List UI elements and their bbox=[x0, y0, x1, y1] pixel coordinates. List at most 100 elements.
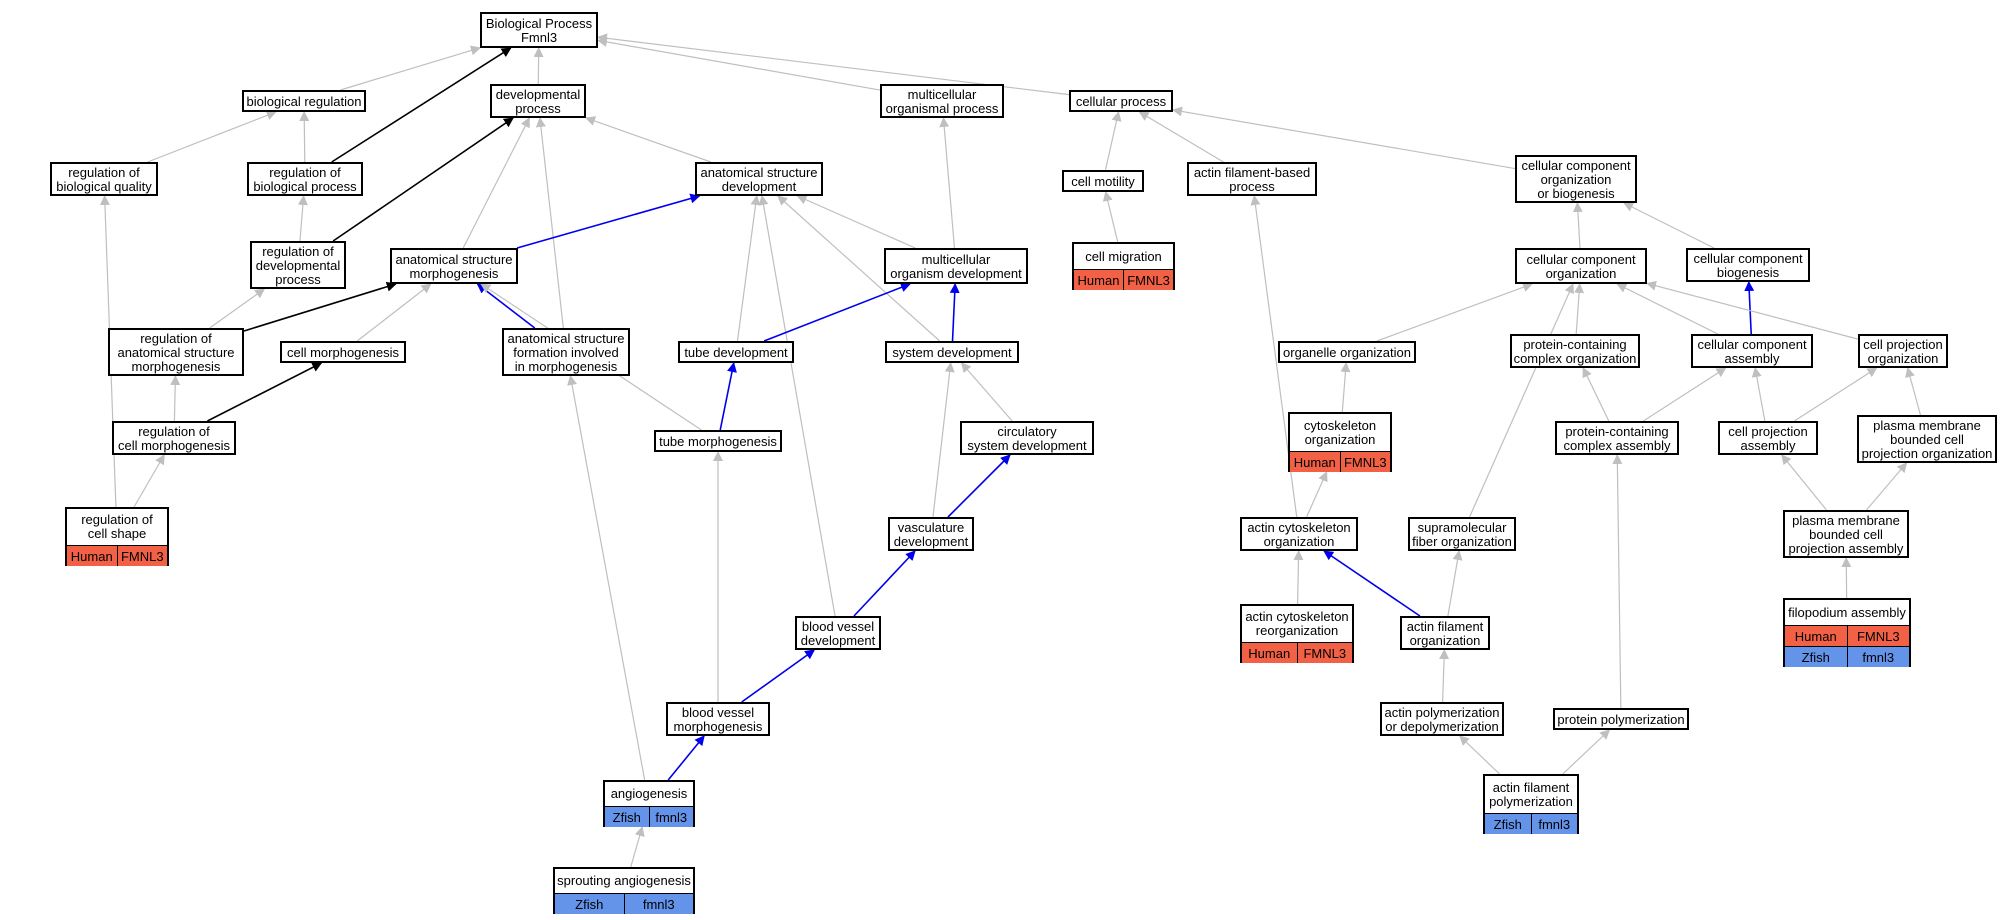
term-label-line: cell migration bbox=[1085, 248, 1162, 264]
term-label-line: regulation of bbox=[68, 165, 140, 180]
edge-part-of-cca-to-ccb bbox=[1744, 281, 1755, 335]
edge-is-a-asm-to-devproc bbox=[462, 117, 530, 249]
term-node-cellproc[interactable]: cellular process bbox=[1069, 90, 1173, 112]
term-label-line: assembly bbox=[1724, 351, 1780, 366]
term-label-line: plasma membrane bbox=[1873, 418, 1981, 433]
term-node-tubedev[interactable]: tube development bbox=[678, 341, 794, 363]
term-label-line: angiogenesis bbox=[610, 786, 688, 801]
term-node-sysdev[interactable]: system development bbox=[885, 341, 1019, 363]
term-label-line: multicellular bbox=[907, 87, 977, 102]
term-label-line: or depolymerization bbox=[1385, 719, 1499, 734]
edge-part-of-sysdev-to-mcod bbox=[949, 283, 960, 342]
term-node-cellmot[interactable]: cell motility bbox=[1062, 170, 1144, 192]
edge-is-a-sysdev-to-asd bbox=[777, 195, 941, 342]
term-label-line: complex organization bbox=[1513, 351, 1637, 366]
edge-is-a-cca-to-cco bbox=[1616, 283, 1719, 335]
term-node-protpol[interactable]: protein polymerization bbox=[1553, 708, 1689, 730]
gene-cell: FMNL3 bbox=[1123, 270, 1173, 290]
term-label: filopodium assembly bbox=[1785, 600, 1909, 625]
term-node-tubemorph[interactable]: tube morphogenesis bbox=[654, 430, 782, 452]
term-label-line: regulation of bbox=[140, 331, 212, 346]
edge-is-a-mcod-to-mcproc bbox=[939, 117, 956, 249]
edge-part-of-tubedev-to-mcod bbox=[763, 282, 911, 342]
term-node-orgorg[interactable]: organelle organization bbox=[1278, 341, 1416, 363]
gene-cell: fmnl3 bbox=[1530, 814, 1578, 834]
term-label-line: morphogenesis bbox=[409, 266, 499, 281]
edge-is-a-angio-to-asfim bbox=[567, 375, 646, 781]
term-label-line: organization bbox=[1409, 633, 1481, 648]
gene-cell: FMNL3 bbox=[1296, 643, 1353, 663]
term-label-line: process bbox=[515, 101, 561, 116]
term-label-line: or biogenesis bbox=[1537, 186, 1615, 201]
term-node-bioreg[interactable]: biological regulation bbox=[242, 90, 366, 112]
term-label-line: actin filament bbox=[1492, 779, 1570, 795]
term-node-cellmorph[interactable]: cell morphogenesis bbox=[280, 341, 406, 363]
edge-part-of-vascdev-to-circsys bbox=[947, 454, 1011, 518]
term-label-line: anatomical structure bbox=[395, 252, 513, 267]
term-label-line: organization bbox=[1867, 351, 1939, 366]
term-label-line: protein-containing bbox=[1565, 424, 1669, 439]
edge-part-of-bvmorph-to-bvdev bbox=[741, 649, 816, 703]
edge-is-a-asd-to-devproc bbox=[585, 116, 712, 163]
term-label: protein polymerization bbox=[1555, 710, 1687, 730]
term-label-line: plasma membrane bbox=[1792, 513, 1900, 528]
edge-is-a-cytoorg-to-orgorg bbox=[1340, 362, 1351, 413]
term-label-line: process bbox=[1229, 179, 1275, 194]
term-label: sprouting angiogenesis bbox=[555, 869, 693, 893]
edge-is-a-regbq-to-bioreg bbox=[147, 110, 277, 163]
term-label-line: protein polymerization bbox=[1557, 712, 1685, 727]
